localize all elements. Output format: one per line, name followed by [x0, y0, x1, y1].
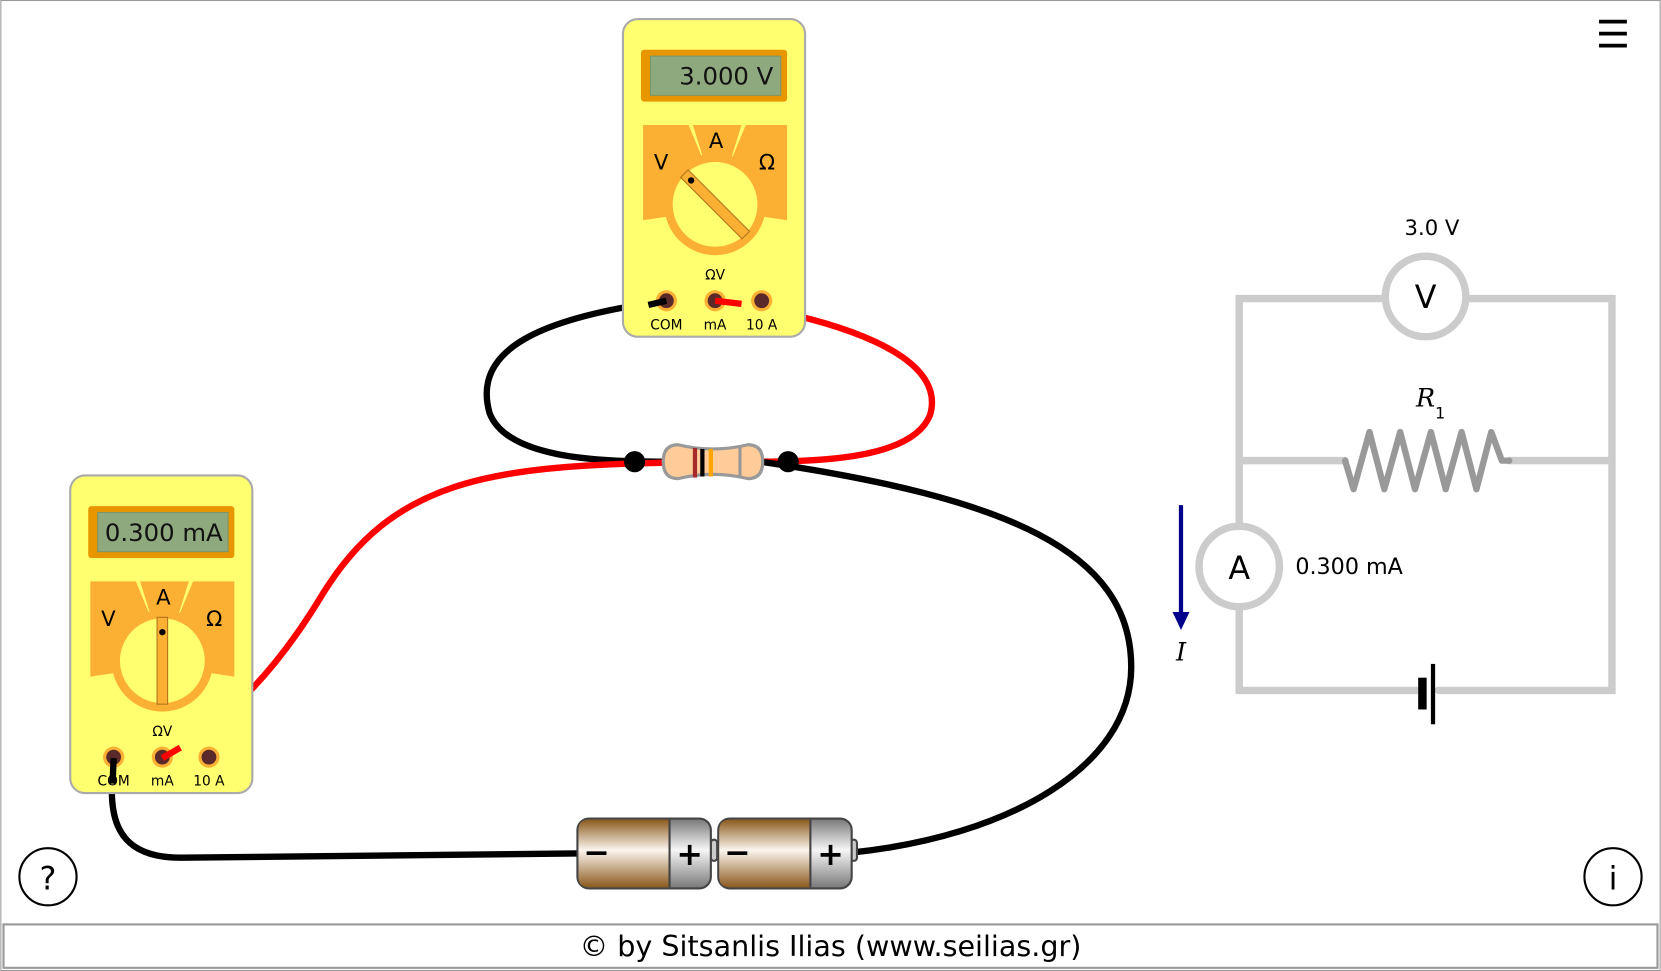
current-label: 0.300 mA [1295, 554, 1403, 580]
wire-black-right[interactable] [760, 458, 1135, 856]
resistor[interactable] [661, 443, 765, 481]
jack-10a[interactable]: 10 A [746, 317, 778, 333]
ammeter-display: 0.300 mA [105, 518, 223, 547]
battery-1[interactable]: − + [576, 817, 719, 890]
footer [2, 923, 1659, 969]
jack-10a[interactable]: 10 A [193, 774, 225, 790]
current-symbol: I [1175, 637, 1187, 667]
plus-sign: + [817, 837, 844, 873]
help-button[interactable]: ? [18, 847, 78, 907]
info-icon: i [1609, 861, 1618, 897]
battery-symbol [1430, 663, 1436, 725]
battery-2[interactable]: − + [717, 817, 859, 890]
dial-knob[interactable] [679, 169, 751, 240]
dial-knob[interactable] [156, 616, 169, 705]
help-icon: ? [40, 861, 57, 897]
ammeter-letter: A [1228, 551, 1250, 587]
voltage-label: 3.0 V [1405, 215, 1460, 240]
dial-label-ohm[interactable]: Ω [206, 606, 222, 631]
menu-icon[interactable]: ☰ [1596, 13, 1630, 57]
dial-label-a[interactable]: A [709, 128, 724, 153]
node-left[interactable] [624, 451, 646, 473]
jack-ma[interactable]: mA [704, 317, 727, 333]
voltmeter-letter: V [1415, 280, 1437, 316]
dial-label-v[interactable]: V [654, 149, 669, 174]
resistor-subscript: 1 [1435, 403, 1445, 422]
footer-credit: © by Sitsanlis Ilias (www.seilias.gr) [580, 929, 1082, 963]
minus-sign: − [583, 835, 610, 871]
jack-ma[interactable]: mA [151, 774, 174, 790]
info-button[interactable]: i [1583, 847, 1643, 907]
ammeter-symbol [1195, 522, 1284, 611]
probe-red[interactable] [160, 744, 182, 761]
plus-sign: + [676, 837, 703, 873]
circuit-schematic [1195, 252, 1616, 695]
dial-label-v[interactable]: V [101, 606, 116, 631]
probe-black[interactable] [109, 758, 117, 784]
dial-label-ohm[interactable]: Ω [759, 149, 775, 174]
battery-symbol [1418, 677, 1427, 710]
wire-black-top[interactable] [483, 297, 667, 465]
voltmeter[interactable]: 3.000 V V A Ω ΩV COM mA 10 A [623, 19, 805, 337]
current-arrow-icon [1172, 505, 1190, 631]
probe-red[interactable] [714, 297, 742, 308]
wire-red-top[interactable] [714, 297, 936, 465]
node-right[interactable] [777, 451, 799, 473]
mode-label: ΩV [705, 268, 726, 284]
mode-label: ΩV [152, 724, 173, 740]
probe-black[interactable] [647, 297, 668, 309]
minus-sign: − [724, 835, 751, 871]
jack-com[interactable]: COM [650, 317, 682, 333]
voltmeter-display: 3.000 V [679, 62, 773, 91]
ammeter[interactable]: 0.300 mA V A Ω ΩV COM mA 10 A [70, 475, 252, 793]
resistor-label: R [1415, 383, 1435, 413]
voltmeter-symbol [1381, 252, 1470, 341]
dial-label-a[interactable]: A [156, 585, 171, 610]
